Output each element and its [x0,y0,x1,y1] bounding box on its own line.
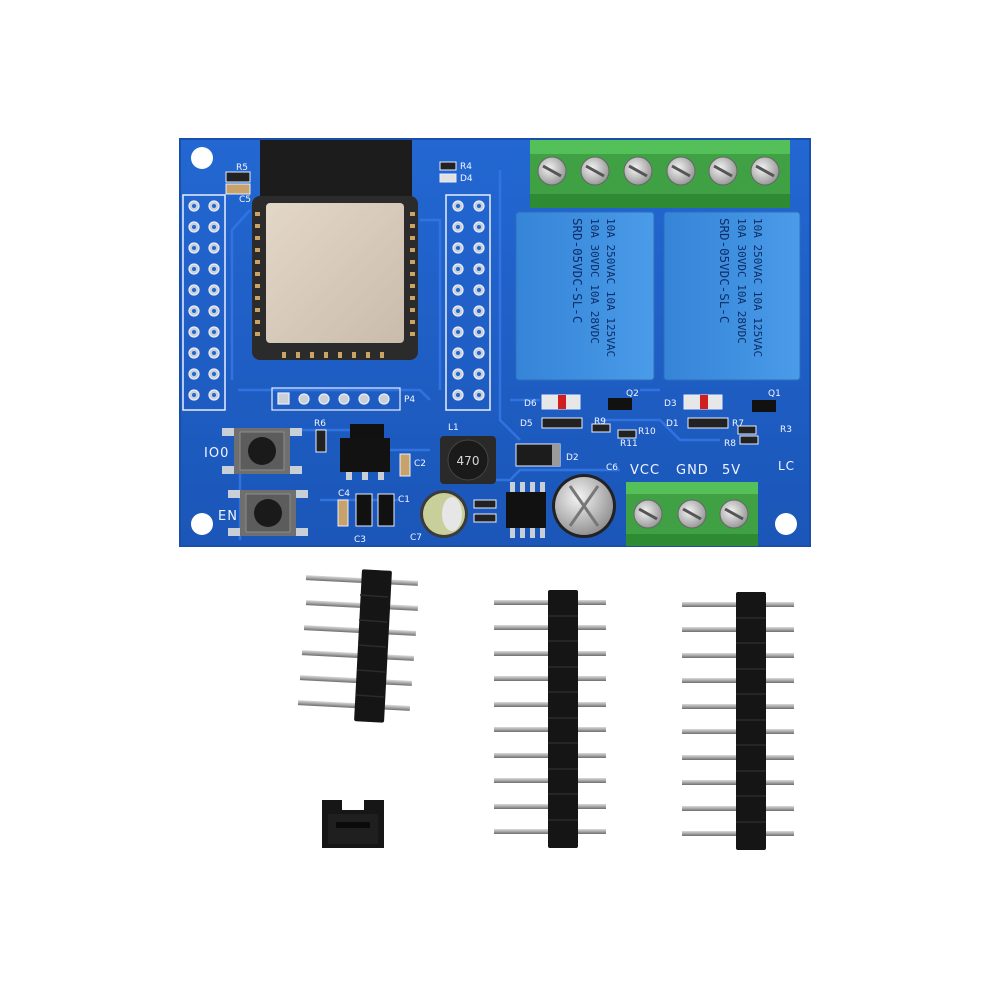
relay-2-driver: D3 D1 Q1 R7 R3 R8 [664,389,792,449]
smd-r6: R6 [314,419,327,453]
relay-1-rating-dc: 10A 30VDC 10A 28VDC [588,218,601,344]
label-p4: P4 [404,395,415,405]
label-vcc: VCC [630,463,660,478]
label-d4: D4 [460,174,473,184]
inductor-value: 470 [457,454,480,468]
label-gnd: GND [676,463,709,478]
en-button: EN [218,490,308,536]
label-c5: C5 [239,195,251,205]
capacitor-c6: C6 [552,463,618,538]
relay-2-rating-ac: 10A 250VAC 10A 125VAC [751,218,764,357]
relay-2: 10A 250VAC 10A 125VAC 10A 30VDC 10A 28VD… [663,211,801,381]
mounting-hole [775,513,797,535]
smd-c2: C2 [399,453,426,477]
label-d2: D2 [566,453,579,463]
inductor-l1: 470 L1 [440,423,496,484]
mounting-hole [191,147,213,169]
terminal-block-relay2 [660,140,790,208]
relay-1-model: SRD-05VDC-SL-C [570,218,585,323]
io0-button: IO0 [204,428,302,474]
pin-header-10-a [494,590,606,848]
label-c6: C6 [606,463,618,473]
relay-1-rating-ac: 10A 250VAC 10A 125VAC [604,218,617,357]
terminal-block-relay1 [530,140,660,208]
label-r9: R9 [594,417,606,427]
relay-1: 10A 250VAC 10A 125VAC 10A 30VDC 10A 28VD… [515,211,655,381]
label-q2: Q2 [626,389,639,399]
relay-board: P4 R5 C5 R4 D4 [179,138,811,547]
label-d6: D6 [524,399,537,409]
pin-header-p4: P4 [271,387,415,411]
smd-r5-c5: R5 C5 [225,163,251,205]
pin-header-middle [445,194,491,411]
module-shield [266,203,404,343]
label-r7: R7 [732,419,744,429]
label-r6: R6 [314,419,326,429]
relay-2-rating-dc: 10A 30VDC 10A 28VDC [735,218,748,344]
diode-d2: D2 [515,443,579,467]
label-en: EN [218,509,238,524]
logo-lc: LC [778,459,795,473]
label-c1: C1 [398,495,410,505]
voltage-regulator [340,424,390,480]
label-r10: R10 [638,427,656,437]
label-r11: R11 [620,439,638,449]
label-r5: R5 [236,163,248,173]
label-d3: D3 [664,399,677,409]
smd-caps: C1 C3 C4 [337,489,410,545]
label-d5: D5 [520,419,533,429]
label-l1: L1 [448,423,459,433]
pin-header-6 [297,569,419,723]
label-c3: C3 [354,535,366,545]
capacitor-c7: C7 [410,490,468,543]
pin-header-left [182,194,226,411]
smd-r4-d4: R4 D4 [439,161,473,184]
relay-2-model: SRD-05VDC-SL-C [717,218,732,323]
smd-r1-r2 [473,499,497,523]
label-d1: D1 [666,419,679,429]
mounting-hole [191,513,213,535]
label-io0: IO0 [204,446,229,461]
label-r4: R4 [460,162,472,172]
label-r3: R3 [780,425,792,435]
label-c7: C7 [410,533,422,543]
relay-1-driver: D6 D5 Q2 R9 R10 R11 [520,389,656,449]
label-5v: 5V [722,463,741,478]
jumper-cap [322,800,384,848]
label-c2: C2 [414,459,426,469]
label-r8: R8 [724,439,736,449]
terminal-block-power [626,482,758,546]
label-q1: Q1 [768,389,781,399]
label-c4: C4 [338,489,350,499]
pin-header-10-b [682,592,794,850]
ic-chip [506,482,546,538]
wifi-module [252,140,418,360]
